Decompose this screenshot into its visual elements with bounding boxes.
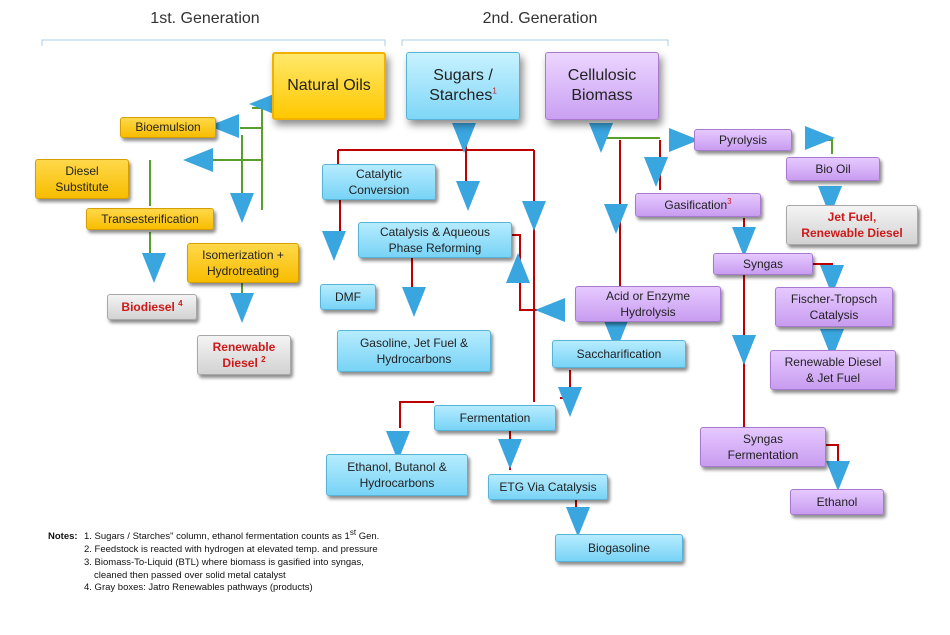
note-1-sup: st: [349, 528, 357, 537]
saccharification-label: Saccharification: [576, 346, 662, 361]
acid-enzyme-line-1: Acid or Enzyme: [605, 288, 691, 303]
fermentation-label: Fermentation: [459, 410, 531, 425]
flow-arrows: [142, 92, 850, 537]
transesterification-box: Transesterification: [86, 208, 214, 230]
dmf-box: DMF: [320, 284, 376, 310]
biodiesel-label: Biodiesel: [121, 299, 175, 314]
ethanol-butanol-line-1: Ethanol, Butanol &: [347, 459, 447, 474]
renewable-diesel-jet-line-1: Renewable Diesel: [784, 354, 882, 369]
renewable-diesel-line-1: Renewable: [212, 339, 276, 354]
note-4: 4. Gray boxes: Jatro Renewables pathways…: [84, 582, 313, 594]
acid-enzyme-box: Acid or Enzyme Hydrolysis: [575, 286, 721, 322]
sugars-footnote: 1: [492, 86, 497, 96]
jet-fuel-line-1: Jet Fuel,: [827, 209, 877, 224]
note-2: 2. Feedstock is reacted with hydrogen at…: [84, 543, 378, 555]
transesterification-label: Transesterification: [101, 211, 199, 226]
ethanol-label: Ethanol: [816, 494, 858, 509]
biogasoline-box: Biogasoline: [555, 534, 683, 562]
note-1-end: Gen.: [356, 531, 380, 543]
catalytic-conversion-line-2: Conversion: [348, 183, 410, 197]
note-3-line-1: 3. Biomass-To-Liquid (BTL) where biomass…: [84, 556, 364, 568]
second-generation-heading: 2nd. Generation: [482, 10, 598, 27]
renewable-diesel-jet-fuel-box: Renewable Diesel & Jet Fuel: [770, 350, 896, 390]
note-1: 1. Sugars / Starches" column, ethanol fe…: [84, 531, 350, 543]
catalysis-aqueous-box: Catalysis & Aqueous Phase Reforming: [358, 222, 512, 258]
syngas-box: Syngas: [713, 253, 813, 275]
etg-catalysis-box: ETG Via Catalysis: [488, 474, 608, 500]
syngas-fermentation-box: Syngas Fermentation: [700, 427, 826, 467]
catalytic-conversion-line-1: Catalytic: [355, 166, 402, 181]
biodiesel-footnote: 4: [178, 298, 183, 308]
cellulosic-line-1: Cellulosic: [567, 67, 637, 84]
gasification-footnote: 3: [727, 196, 732, 206]
notes: Notes: 1. Sugars / Starches" column, etha…: [48, 528, 379, 595]
fermentation-box: Fermentation: [434, 405, 556, 431]
renewable-diesel-footnote: 2: [261, 355, 266, 364]
sugars-line-2: Starches: [429, 87, 493, 104]
cellulosic-biomass-box: Cellulosic Biomass: [545, 52, 659, 120]
natural-oils-label: Natural Oils: [287, 77, 371, 94]
gasoline-jet-line-1: Gasoline, Jet Fuel &: [359, 335, 469, 350]
gasoline-jet-line-2: Hydrocarbons: [376, 352, 452, 366]
isomerization-line-2: Hydrotreating: [206, 264, 280, 278]
biogasoline-label: Biogasoline: [587, 540, 651, 555]
note-3-line-2: cleaned then passed over solid metal cat…: [94, 569, 286, 581]
syngas-fermentation-line-2: Fermentation: [727, 448, 799, 462]
diesel-substitute-box: Diesel Substitute: [35, 159, 129, 199]
gasoline-jet-box: Gasoline, Jet Fuel & Hydrocarbons: [337, 330, 491, 372]
generation-brackets: [41, 39, 669, 46]
natural-oils-box: Natural Oils: [272, 52, 386, 120]
cellulosic-line-2: Biomass: [571, 87, 633, 104]
jet-fuel-line-2: Renewable Diesel: [801, 226, 903, 240]
acid-enzyme-line-2: Hydrolysis: [620, 305, 676, 319]
renewable-diesel-box: Renewable Diesel 2: [197, 335, 291, 375]
bio-oil-box: Bio Oil: [786, 157, 880, 181]
bioemulsion-box: Bioemulsion: [120, 117, 216, 138]
gasification-label: Gasification: [664, 197, 728, 212]
ethanol-box: Ethanol: [790, 489, 884, 515]
catalytic-conversion-box: Catalytic Conversion: [322, 164, 436, 200]
syngas-label: Syngas: [742, 256, 784, 271]
isomerization-box: Isomerization + Hydrotreating: [187, 243, 299, 283]
pyrolysis-label: Pyrolysis: [718, 132, 767, 147]
ethanol-butanol-line-2: Hydrocarbons: [359, 476, 435, 490]
renewable-diesel-jet-line-2: & Jet Fuel: [805, 371, 861, 385]
ethanol-butanol-box: Ethanol, Butanol & Hydrocarbons: [326, 454, 468, 496]
catalysis-aqueous-line-2: Phase Reforming: [388, 241, 482, 255]
sugars-line-1: Sugars /: [433, 67, 493, 84]
saccharification-box: Saccharification: [552, 340, 686, 368]
bioemulsion-label: Bioemulsion: [135, 120, 201, 135]
first-generation-heading: 1st. Generation: [150, 10, 260, 27]
fischer-tropsch-line-1: Fischer-Tropsch: [790, 291, 878, 306]
fischer-tropsch-box: Fischer-Tropsch Catalysis: [775, 287, 893, 327]
syngas-fermentation-line-1: Syngas: [742, 431, 784, 446]
pyrolysis-box: Pyrolysis: [694, 129, 792, 151]
gasification-box: Gasification3: [635, 193, 761, 217]
catalysis-aqueous-line-1: Catalysis & Aqueous: [379, 224, 491, 239]
sugars-starches-box: Sugars / Starches1: [406, 52, 520, 120]
diesel-substitute-line-2: Substitute: [55, 180, 109, 194]
etg-catalysis-label: ETG Via Catalysis: [499, 479, 597, 494]
diesel-substitute-line-1: Diesel: [65, 163, 99, 178]
fischer-tropsch-line-2: Catalysis: [809, 308, 859, 322]
dmf-label: DMF: [335, 289, 361, 304]
notes-label: Notes:: [48, 531, 78, 543]
jet-fuel-renewable-diesel-box: Jet Fuel, Renewable Diesel: [786, 205, 918, 245]
bio-oil-label: Bio Oil: [815, 161, 851, 176]
biodiesel-box: Biodiesel 4: [107, 294, 197, 320]
isomerization-line-1: Isomerization +: [202, 247, 284, 262]
renewable-diesel-line-2: Diesel: [222, 356, 258, 370]
